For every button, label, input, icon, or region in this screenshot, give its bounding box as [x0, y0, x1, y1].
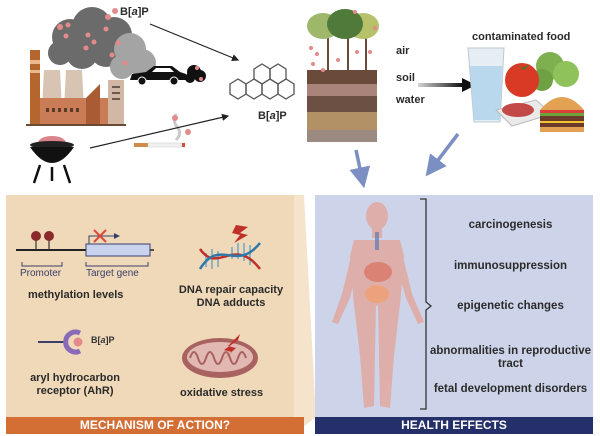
ahr-ligand-label: B[a]P — [91, 335, 115, 345]
factory-icon — [26, 50, 126, 126]
methyl-group-icon — [31, 231, 41, 241]
health-effect-reproductive-line2: tract — [498, 358, 523, 370]
lightning-bolt-icon — [216, 334, 240, 366]
arrow-grill-to-molecule — [89, 113, 230, 149]
car-exhaust-icon — [130, 65, 206, 86]
health-effect-epigenetic: epigenetic changes — [457, 300, 564, 312]
soil-profile-icon — [307, 9, 379, 142]
methyl-group-icon — [44, 231, 54, 241]
bap-ligand-icon — [73, 337, 83, 347]
gene-promoter-diagram — [16, 229, 154, 267]
dna-caption-line1: DNA repair capacity — [178, 284, 284, 296]
burger-icon — [540, 97, 584, 132]
tomato-icon — [505, 63, 539, 97]
water-glass-icon — [467, 47, 505, 123]
source-arrows — [89, 23, 240, 149]
health-effect-reproductive-line1: abnormalities in reproductive — [429, 345, 592, 357]
mechanism-footer: MECHANISM OF ACTION? — [6, 417, 304, 434]
target-gene-label: Target gene — [86, 268, 139, 279]
ahr-caption-line1: aryl hydrocarbon — [30, 372, 120, 384]
smoke-cloud-icon — [48, 7, 156, 79]
arrow-food-to-health — [425, 132, 460, 177]
ahr-caption-line2: receptor (AhR) — [36, 385, 114, 397]
panel-connector-wedge — [294, 195, 316, 434]
grill-icon — [30, 136, 74, 184]
ahr-receptor-icon — [38, 329, 83, 355]
contaminated-food-icon — [467, 47, 584, 132]
health-effect-immunosuppression: immunosuppression — [453, 260, 568, 272]
food-title: contaminated food — [472, 31, 571, 43]
benzo-a-pyrene-molecule-icon — [229, 63, 295, 100]
layer-label-water: water — [396, 94, 425, 106]
arrows-to-health-effects — [349, 132, 460, 189]
dna-damage-icon — [198, 225, 261, 270]
layer-label-soil: soil — [396, 72, 415, 84]
molecule-bap-label: B[a]P — [258, 110, 287, 122]
layer-label-air: air — [396, 45, 410, 57]
health-effect-fetal: fetal development disorders — [433, 383, 588, 395]
mitochondrion-icon — [182, 334, 258, 378]
blocked-transcription-icon — [93, 229, 107, 243]
lettuce-icon — [531, 52, 579, 91]
arrow-emission-to-molecule — [149, 23, 240, 62]
environment-section: air soil water contaminated food — [300, 0, 600, 190]
methylation-caption: methylation levels — [28, 289, 124, 301]
dna-caption-line2: DNA adducts — [196, 297, 266, 309]
promoter-label: Promoter — [20, 268, 62, 279]
health-effects-footer: HEALTH EFFECTS — [315, 417, 593, 434]
arrow-environment-to-food — [418, 78, 476, 92]
health-effect-carcinogenesis: carcinogenesis — [468, 219, 553, 231]
human-body-icon — [332, 202, 424, 408]
mito-caption: oxidative stress — [180, 387, 264, 399]
emission-bap-label: B[a]P — [120, 6, 149, 18]
arrow-soil-to-health — [349, 149, 371, 189]
health-effects-bracket — [420, 198, 433, 410]
sources-section: B[a]P — [0, 0, 300, 190]
mechanism-panel — [6, 195, 304, 417]
